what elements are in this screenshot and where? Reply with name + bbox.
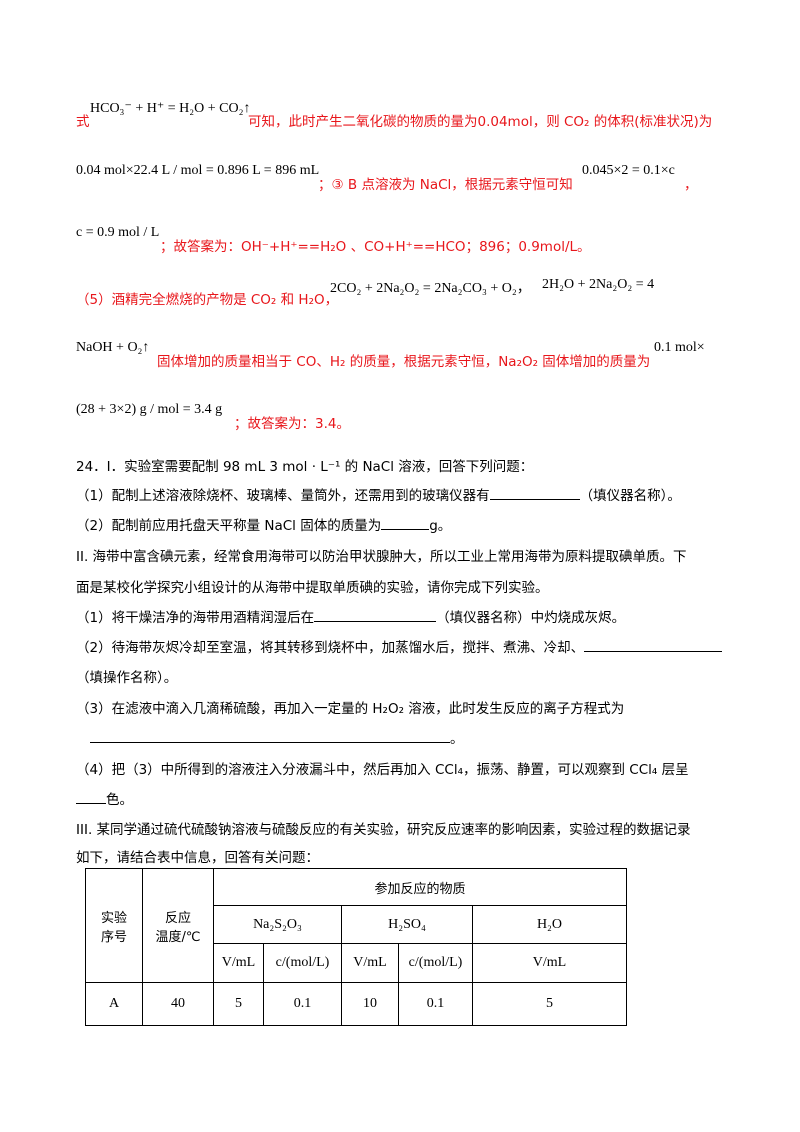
experiment-table: 实验 序号 反应 温度/℃ 参加反应的物质 Na₂S₂O₃ H₂SO₄ H₂O … bbox=[85, 868, 627, 1026]
answer-line2-formula: 0.04 mol×22.4 L / mol = 0.896 L = 896 mL bbox=[76, 163, 320, 178]
answer-line2-text: ；③ B 点溶液为 NaCl，根据元素守恒可知 bbox=[318, 177, 573, 193]
q24-i-2: （2）配制前应用托盘天平称量 NaCl 固体的质量为 g。 bbox=[76, 514, 451, 534]
answer-blank[interactable] bbox=[76, 789, 106, 804]
q24-ii-1: （1）将干燥洁净的海带用酒精润湿后在 （填仪器名称）中灼烧成灰烬。 bbox=[76, 606, 625, 626]
q24-ii-2: （2）待海带灰烬冷却至室温，将其转移到烧杯中，加蒸馏水后，搅拌、煮沸、冷却、 bbox=[76, 636, 723, 656]
answer-blank[interactable] bbox=[381, 515, 430, 530]
q24-i-2-suffix: g。 bbox=[429, 518, 452, 534]
answer-blank[interactable] bbox=[584, 637, 723, 652]
q24-ii-4-answer: 色。 bbox=[76, 788, 133, 808]
q24-ii-1-suffix: （填仪器名称）中灼烧成灰烬。 bbox=[436, 610, 626, 626]
q24-ii-4-suffix: 色。 bbox=[106, 792, 133, 808]
answer-line5-formula: NaOH + O₂↑ bbox=[76, 340, 150, 355]
header-concentration: c/(mol/L) bbox=[398, 943, 473, 983]
header-volume: V/mL bbox=[472, 943, 627, 983]
answer-line5-formula-right: 0.1 mol× bbox=[654, 340, 705, 355]
q24-ii-1-text: （1）将干燥洁净的海带用酒精润湿后在 bbox=[76, 610, 315, 626]
table-cell: 5 bbox=[472, 982, 627, 1026]
q24-ii-3: （3）在滤液中滴入几滴稀硫酸，再加入一定量的 H₂O₂ 溶液，此时发生反应的离子… bbox=[76, 701, 625, 717]
header-exp-line2: 序号 bbox=[100, 929, 127, 945]
answer-line6-formula: (28 + 3×2) g / mol = 3.4 g bbox=[76, 402, 223, 417]
q24-part-ii-line1: II. 海带中富含碘元素，经常食用海带可以防治甲状腺肿大，所以工业上常用海带为原… bbox=[76, 549, 687, 565]
header-exp-line1: 实验 bbox=[100, 910, 127, 926]
q24-ii-2-text: （2）待海带灰烬冷却至室温，将其转移到烧杯中，加蒸馏水后，搅拌、煮沸、冷却、 bbox=[76, 640, 585, 656]
table-cell: 5 bbox=[213, 982, 264, 1026]
answer-line4-text: （5）酒精完全燃烧的产物是 CO₂ 和 H₂O， bbox=[76, 292, 339, 308]
answer-line3-text: ；故答案为：OH⁻+H⁺==H₂O 、CO+H⁺==HCO；896；0.9mol… bbox=[160, 239, 591, 255]
q24-part-iii-line2: 如下，请结合表中信息，回答有关问题： bbox=[76, 850, 319, 866]
q24-ii-4: （4）把（3）中所得到的溶液注入分液漏斗中，然后再加入 CCl₄，振荡、静置，可… bbox=[76, 762, 689, 778]
q24-i-2-text: （2）配制前应用托盘天平称量 NaCl 固体的质量为 bbox=[76, 518, 382, 534]
table-cell: A bbox=[85, 982, 143, 1026]
answer-blank[interactable] bbox=[314, 607, 437, 622]
header-volume: V/mL bbox=[213, 943, 264, 983]
answer-line2-formula-right: 0.045×2 = 0.1×c bbox=[582, 163, 675, 178]
answer-line2-comma: ， bbox=[684, 177, 698, 193]
header-na2s2o3: Na₂S₂O₃ bbox=[213, 905, 342, 944]
answer-line6-text: ；故答案为：3.4。 bbox=[234, 416, 350, 432]
table-row: A 40 5 0.1 10 0.1 5 bbox=[85, 982, 627, 1026]
table-cell: 0.1 bbox=[263, 982, 342, 1026]
q24-i-1-suffix: （填仪器名称）。 bbox=[579, 488, 681, 504]
header-temp-line2: 温度/℃ bbox=[155, 929, 201, 945]
q24-part-iii-line1: III. 某同学通过硫代硫酸钠溶液与硫酸反应的有关实验，研究反应速率的影响因素，… bbox=[76, 822, 691, 838]
answer-line1-formula: HCO₃⁻ + H⁺ = H₂O + CO₂↑ bbox=[90, 101, 251, 116]
q24-ii-3-suffix: 。 bbox=[450, 731, 464, 747]
answer-blank[interactable] bbox=[489, 485, 580, 500]
q24-header: 24．I．实验室需要配制 98 mL 3 mol · L⁻¹ 的 NaCl 溶液… bbox=[76, 459, 534, 475]
answer-line4-formula1: 2CO₂ + 2Na₂O₂ = 2Na₂CO₃ + O₂， bbox=[330, 281, 531, 296]
header-reactants: 参加反应的物质 bbox=[213, 868, 627, 906]
table-cell: 40 bbox=[142, 982, 214, 1026]
q24-i-1: （1）配制上述溶液除烧杯、玻璃棒、量筒外，还需用到的玻璃仪器有 （填仪器名称）。 bbox=[76, 484, 681, 504]
header-volume: V/mL bbox=[341, 943, 399, 983]
q24-ii-2-suffix: （填操作名称）。 bbox=[76, 670, 178, 686]
header-temperature: 反应 温度/℃ bbox=[142, 868, 214, 983]
header-concentration: c/(mol/L) bbox=[263, 943, 342, 983]
q24-i-1-text: （1）配制上述溶液除烧杯、玻璃棒、量筒外，还需用到的玻璃仪器有 bbox=[76, 488, 490, 504]
answer-blank[interactable] bbox=[90, 728, 450, 743]
answer-line5-text: 固体增加的质量相当于 CO、H₂ 的质量，根据元素守恒，Na₂O₂ 固体增加的质… bbox=[157, 354, 651, 370]
header-temp-line1: 反应 bbox=[164, 910, 191, 926]
answer-line3-formula: c = 0.9 mol / L bbox=[76, 225, 160, 240]
q24-part-ii-line2: 面是某校化学探究小组设计的从海带中提取单质碘的实验，请你完成下列实验。 bbox=[76, 580, 549, 596]
header-h2so4: H₂SO₄ bbox=[341, 905, 473, 944]
answer-line1-text: 可知，此时产生二氧化碳的物质的量为0.04mol，则 CO₂ 的体积(标准状况)… bbox=[248, 114, 713, 130]
table-cell: 10 bbox=[341, 982, 399, 1026]
q24-ii-3-answer: 。 bbox=[90, 727, 464, 747]
header-h2o: H₂O bbox=[472, 905, 627, 944]
table-cell: 0.1 bbox=[398, 982, 473, 1026]
header-experiment-number: 实验 序号 bbox=[85, 868, 143, 983]
answer-line1-prefix: 式 bbox=[76, 114, 90, 130]
answer-line4-formula2: 2H₂O + 2Na₂O₂ = 4 bbox=[542, 277, 655, 292]
